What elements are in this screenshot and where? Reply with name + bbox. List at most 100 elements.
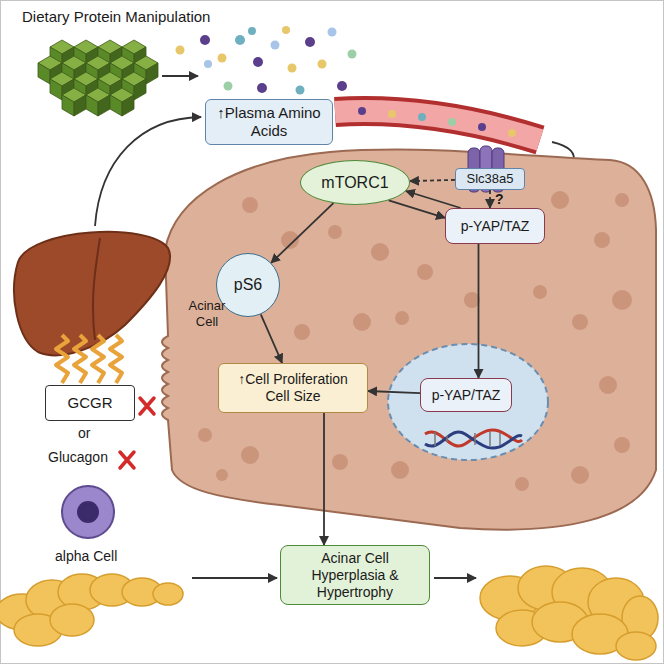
amino-acid-dots xyxy=(328,28,337,37)
pancreas-left xyxy=(0,574,183,646)
receptor-icons xyxy=(56,335,68,383)
protein-cubes xyxy=(38,40,158,116)
zymogen-granules xyxy=(395,311,409,325)
zymogen-granules xyxy=(572,314,588,330)
diet-label: Dietary Protein Manipulation xyxy=(22,8,210,26)
alpha-cell xyxy=(62,486,114,538)
protein-cubes xyxy=(110,88,134,116)
liver-arrow xyxy=(95,117,201,226)
cell-label: Acinar Cell xyxy=(180,298,234,329)
zymogen-granules xyxy=(515,477,529,491)
blood-vessel xyxy=(388,110,396,118)
amino-acid-dots xyxy=(282,26,290,34)
connector-arrow xyxy=(261,314,282,363)
connector-arrow xyxy=(389,200,445,218)
amino-acid-dots xyxy=(176,46,185,55)
blood-vessel xyxy=(448,118,456,126)
dna-helix xyxy=(435,432,500,446)
node-text: pS6 xyxy=(221,275,275,294)
protein-box: p-YAP/TAZ xyxy=(420,378,512,412)
amino-acid-dots xyxy=(257,83,267,93)
blood-vessel xyxy=(335,107,540,140)
amino-acid-dots xyxy=(296,86,305,95)
zymogen-granules xyxy=(281,231,299,249)
amino-acid-dots xyxy=(204,60,212,68)
protein-circle: pS6 xyxy=(216,253,280,317)
zymogen-granules xyxy=(332,454,348,470)
protein-cubes xyxy=(86,88,110,116)
blood-vessel xyxy=(335,111,540,140)
zymogen-granules xyxy=(594,232,610,248)
liver xyxy=(14,232,170,355)
node-text: ↑Cell Proliferation Cell Size xyxy=(229,371,357,405)
liver xyxy=(93,238,100,340)
pancreas-left xyxy=(153,583,183,605)
receptor-icons xyxy=(110,335,122,383)
zymogen-granules xyxy=(241,446,259,464)
node-text: Acinar Cell Hyperplasia & Hypertrophy xyxy=(291,550,419,600)
zymogen-granules xyxy=(353,313,371,331)
amino-acid-dots xyxy=(318,60,327,69)
connector-arrow xyxy=(410,180,455,181)
cell-label: alpha Cell xyxy=(55,548,117,565)
amino-acid-dots xyxy=(176,26,357,95)
connector-arrow xyxy=(323,413,325,545)
connector-arrow xyxy=(271,203,333,263)
liver xyxy=(14,232,170,355)
pancreas-arrow xyxy=(192,577,277,579)
zymogen-granules xyxy=(599,376,617,394)
pancreas-arrow xyxy=(434,577,476,579)
zymogen-granules xyxy=(242,197,258,213)
amino-acid-dots xyxy=(348,50,357,59)
zymogen-granules xyxy=(417,264,433,280)
alpha-cell xyxy=(62,486,114,538)
blood-vessel xyxy=(418,113,426,121)
node-text: p-YAP/TAZ xyxy=(427,387,505,404)
knockout-mark xyxy=(140,398,154,414)
amino-acid-dots xyxy=(271,41,280,50)
dna-helix xyxy=(425,432,522,448)
alpha-cell xyxy=(77,501,99,523)
amino-acid-dots xyxy=(305,37,315,47)
hormone-label: Glucagon xyxy=(48,449,108,466)
conjunction-label: or xyxy=(78,425,90,442)
amino-acid-dots xyxy=(224,82,233,91)
connector-arrow xyxy=(406,191,461,208)
zymogen-granules xyxy=(612,290,632,310)
receptor-icons xyxy=(92,335,104,383)
amino-acid-dots xyxy=(253,57,263,67)
blood-vessel xyxy=(508,129,516,137)
amino-acid-dots xyxy=(235,35,245,45)
zymogen-granules xyxy=(533,285,547,299)
receptor-box: GCGR xyxy=(45,385,135,421)
pancreas-right xyxy=(480,566,658,660)
zymogen-granules xyxy=(571,466,589,484)
dna-helix xyxy=(425,430,522,448)
zymogen-granules xyxy=(198,428,212,442)
outcome-box: ↑Cell Proliferation Cell Size xyxy=(218,363,368,413)
amino-acid-dots xyxy=(248,27,256,35)
node-text: Slc38a5 xyxy=(460,171,520,187)
connector-arrow xyxy=(489,190,491,208)
receptor-icons xyxy=(56,335,122,383)
zymogen-granules xyxy=(294,324,310,340)
blood-vessel xyxy=(358,107,366,115)
nucleus xyxy=(388,344,548,460)
process-box: ↑Plasma Amino Acids xyxy=(205,99,333,145)
amino-acid-dots xyxy=(337,81,347,91)
diet-arrow xyxy=(162,75,198,77)
receptor-icons xyxy=(74,335,86,383)
transporter-box: Slc38a5 xyxy=(455,168,525,190)
node-text: p-YAP/TAZ xyxy=(452,218,538,235)
zymogen-granules xyxy=(328,225,342,239)
zymogen-granules xyxy=(198,191,632,491)
node-text: ↑Plasma Amino Acids xyxy=(212,104,326,140)
amino-acid-dots xyxy=(200,35,210,45)
amino-acid-dots xyxy=(218,54,227,63)
blood-vessel xyxy=(335,111,540,140)
complex-oval: mTORC1 xyxy=(300,160,410,205)
node-text: GCGR xyxy=(52,394,128,412)
